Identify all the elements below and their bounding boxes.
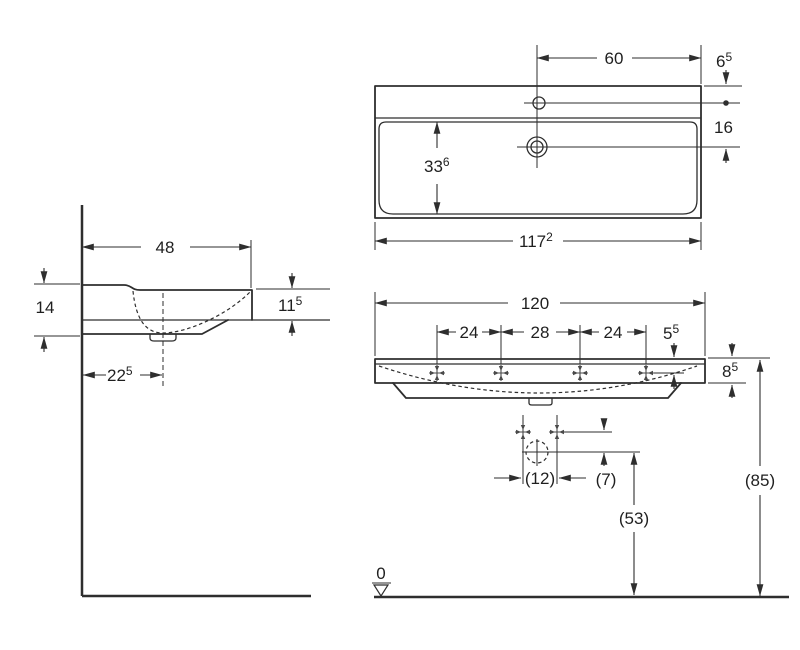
fixing-hole-mark-4 bbox=[637, 364, 655, 382]
top-view-basin-inner-outline bbox=[378, 121, 698, 215]
drain-hole-inner bbox=[530, 140, 544, 154]
dim-tap-to-drain-16: 16 bbox=[714, 118, 733, 163]
tap-hole bbox=[532, 96, 546, 110]
dim-label-12: (12) bbox=[525, 469, 555, 488]
dim-label-11-5: 115 bbox=[278, 294, 303, 315]
dim-label-24-right: 24 bbox=[604, 323, 623, 342]
dim-label-24-left: 24 bbox=[460, 323, 479, 342]
dim-drain-offset-22-5: 225 bbox=[82, 364, 163, 385]
dim-wall-height-14: 14 bbox=[34, 268, 80, 352]
side-view-bowl-hidden-contour bbox=[132, 290, 251, 334]
dim-label-28: 28 bbox=[531, 323, 550, 342]
dim-label-22-5: 225 bbox=[107, 364, 133, 385]
top-view: 60 65 16 336 1172 bbox=[374, 45, 742, 251]
dim-label-48: 48 bbox=[156, 238, 175, 257]
dim-tap-to-edge-60: 60 bbox=[536, 45, 702, 84]
floor-datum: 0 bbox=[372, 564, 789, 599]
dim-label-53: (53) bbox=[619, 509, 649, 528]
dim-supply-drop-7: (7) bbox=[596, 418, 617, 489]
side-view: 48 14 115 225 bbox=[34, 205, 330, 598]
dim-apron-8-5: 85 bbox=[708, 343, 770, 398]
dim-rim-height-85: (85) bbox=[745, 359, 775, 597]
datum-triangle-icon bbox=[372, 584, 390, 598]
drain-pipe-crosshair bbox=[522, 439, 553, 466]
connection-detail bbox=[514, 415, 640, 484]
dim-drain-height-53: (53) bbox=[619, 452, 649, 596]
dim-label-85: (85) bbox=[745, 471, 775, 490]
dim-bowl-depth-33-6: 336 bbox=[424, 121, 450, 215]
dim-hole-drop-5-5: 55 bbox=[663, 322, 679, 389]
shared-dimension-dot bbox=[723, 100, 729, 106]
dim-label-14: 14 bbox=[36, 298, 55, 317]
dim-label-117-2: 1172 bbox=[519, 230, 553, 251]
front-view-bowl-underside bbox=[392, 382, 682, 399]
fixing-hole-mark-1 bbox=[428, 364, 446, 382]
dim-hole-spacings: 24 28 24 bbox=[436, 323, 647, 364]
front-view-drain-fitting bbox=[528, 398, 553, 406]
dim-label-7: (7) bbox=[596, 470, 617, 489]
side-profile-bowl-bottom bbox=[81, 319, 229, 335]
drain-hole-outer bbox=[526, 136, 548, 158]
supply-connection-mark-left bbox=[514, 423, 532, 441]
front-view: 120 24 28 24 55 bbox=[372, 292, 789, 599]
side-profile-rim bbox=[81, 284, 253, 321]
dim-label-16: 16 bbox=[714, 118, 733, 137]
dim-supply-spacing-12: (12) bbox=[494, 469, 586, 488]
dim-label-60: 60 bbox=[605, 49, 624, 68]
dim-label-6-5: 65 bbox=[716, 50, 732, 71]
datum-zero-label: 0 bbox=[376, 564, 385, 583]
supply-connection-mark-right bbox=[548, 423, 566, 441]
dim-front-height-11-5: 115 bbox=[256, 273, 330, 336]
front-view-rim-slab bbox=[374, 358, 706, 384]
dim-label-120: 120 bbox=[521, 294, 549, 313]
dim-label-8-5: 85 bbox=[722, 360, 738, 381]
fixing-hole-mark-3 bbox=[571, 364, 589, 382]
dim-label-5-5: 55 bbox=[663, 322, 679, 343]
dim-total-width-120: 120 bbox=[374, 292, 706, 356]
dim-total-depth-48: 48 bbox=[81, 238, 252, 288]
dim-edge-to-tap-6-5: 65 bbox=[704, 50, 742, 106]
dim-outer-width-117-2: 1172 bbox=[374, 222, 702, 251]
front-view-bowl-hidden-contour bbox=[378, 365, 698, 394]
fixing-hole-mark-2 bbox=[492, 364, 510, 382]
dim-label-33-6: 336 bbox=[424, 155, 450, 176]
top-view-outer-outline bbox=[374, 85, 702, 219]
